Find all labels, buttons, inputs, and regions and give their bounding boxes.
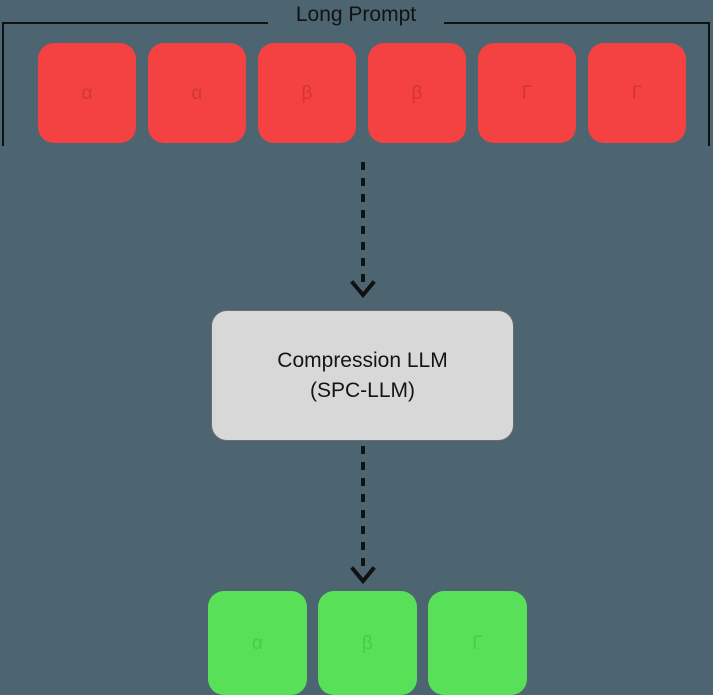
input-token-box-2: α — [148, 43, 246, 143]
output-token-label-3: Γ — [472, 632, 483, 654]
input-token-label-3: β — [301, 82, 313, 104]
input-token-label-6: Γ — [631, 82, 643, 104]
input-token-label-4: β — [411, 82, 423, 104]
compression-llm-subtitle: (SPC-LLM) — [309, 378, 415, 402]
input-token-box-1: α — [38, 43, 136, 143]
output-token-label-2: β — [362, 632, 373, 654]
input-token-box-3: β — [258, 43, 356, 143]
input-token-box-5: Γ — [478, 43, 576, 143]
long-prompt-group-label: Long Prompt — [268, 2, 444, 30]
input-to-compressor-arrow — [344, 162, 382, 302]
input-token-label-2: α — [191, 82, 203, 104]
compression-llm-title: Compression LLM — [277, 348, 448, 372]
input-token-box-4: β — [368, 43, 466, 143]
compression-llm-box: Compression LLM (SPC-LLM) — [211, 310, 514, 441]
arrow-down-icon — [350, 162, 376, 299]
output-token-box-1: α — [208, 591, 307, 695]
compressor-to-output-arrow — [344, 446, 382, 588]
input-token-label-1: α — [81, 82, 93, 104]
output-token-label-1: α — [252, 632, 263, 654]
output-token-box-3: Γ — [428, 591, 527, 695]
output-token-box-2: β — [318, 591, 417, 695]
arrow-down-icon — [350, 446, 376, 585]
input-token-box-6: Γ — [588, 43, 686, 143]
input-token-label-5: Γ — [521, 82, 533, 104]
